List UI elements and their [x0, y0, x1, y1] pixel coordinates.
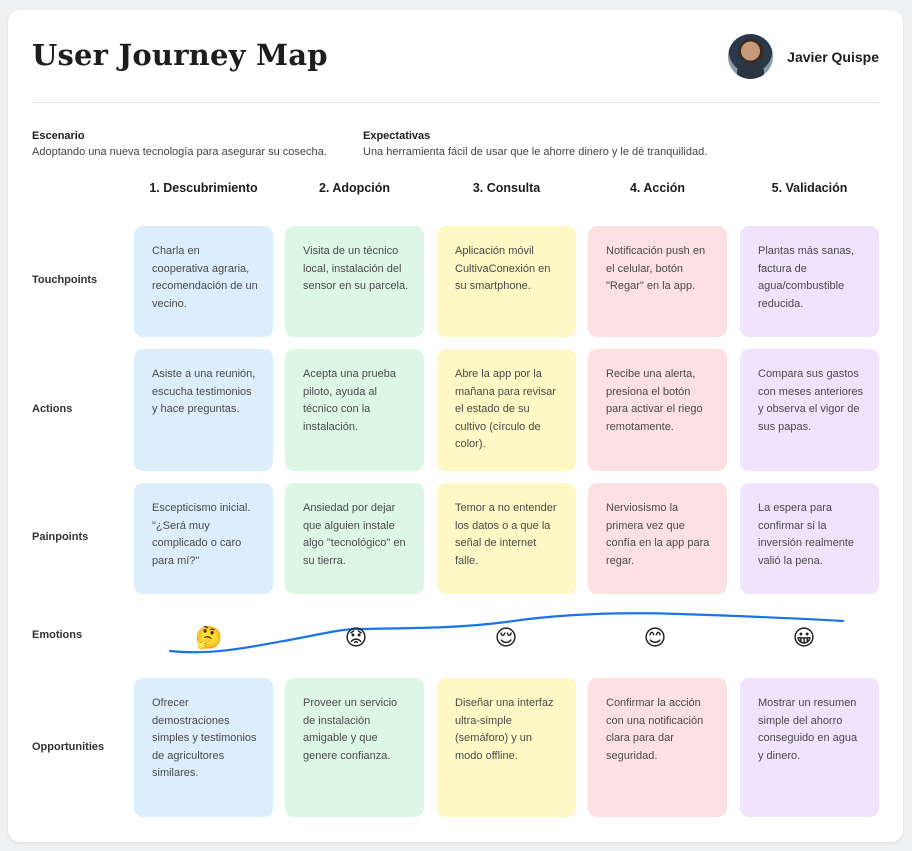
opportunity-card: Mostrar un resumen simple del ahorro con… [740, 678, 879, 817]
user-avatar-icon[interactable] [728, 34, 774, 79]
opportunity-card: Diseñar una interfaz ultra-simple (semáf… [437, 678, 576, 817]
touchpoint-card: Charla en cooperativa agraria, recomenda… [134, 226, 273, 337]
row-label-opportunities: Opportunities [32, 741, 105, 753]
expectations-block: Expectativas Una herramienta fácil de us… [363, 128, 707, 160]
touchpoint-card: Notificación push en el celular, botón "… [588, 226, 727, 337]
scenario-block: Escenario Adoptando una nueva tecnología… [32, 128, 327, 160]
touchpoint-card: Plantas más sanas, factura de agua/combu… [740, 226, 879, 337]
stage-header-1: 1. Descubrimiento [149, 181, 258, 195]
painpoint-card: Temor a no entender los datos o a que la… [437, 483, 576, 594]
header-divider [32, 102, 879, 103]
action-card: Asiste a una reunión, escucha testimonio… [134, 349, 273, 471]
user-profile[interactable]: Javier Quispe [728, 34, 879, 79]
opportunity-card: Confirmar la acción con una notificación… [588, 678, 727, 817]
opportunity-card: Proveer un servicio de instalación amiga… [285, 678, 424, 817]
action-card: Recibe una alerta, presiona el botón par… [588, 349, 727, 471]
scenario-text: Adoptando una nueva tecnología para aseg… [32, 146, 327, 158]
touchpoint-card: Aplicación móvil CultivaConexión en su s… [437, 226, 576, 337]
touchpoint-card: Visita de un técnico local, instalación … [285, 226, 424, 337]
row-label-emotions: Emotions [32, 629, 83, 641]
row-label-painpoints: Painpoints [32, 531, 89, 543]
page-title: User Journey Map [32, 38, 328, 72]
painpoint-card: Ansiedad por dejar que alguien instale a… [285, 483, 424, 594]
worried-face-icon: 😟 [344, 625, 368, 650]
row-label-actions: Actions [32, 403, 73, 415]
thinking-face-icon: 🤔 [195, 625, 223, 650]
stage-header-4: 4. Acción [629, 181, 686, 195]
stage-header-5: 5. Validación [771, 181, 848, 195]
action-card: Abre la app por la mañana para revisar e… [437, 349, 576, 471]
action-card: Compara sus gastos con meses anteriores … [740, 349, 879, 471]
painpoint-card: Nerviosismo la primera vez que confía en… [588, 483, 727, 594]
stage-header-2: 2. Adopción [318, 181, 391, 195]
opportunity-card: Ofrecer demostraciones simples y testimo… [134, 678, 273, 817]
painpoint-card: Escepticismo inicial. "¿Será muy complic… [134, 483, 273, 594]
action-card: Acepta una prueba piloto, ayuda al técni… [285, 349, 424, 471]
expectations-label: Expectativas [363, 130, 431, 142]
stage-header-3: 3. Consulta [472, 181, 541, 195]
expectations-text: Una herramienta fácil de usar que le aho… [363, 146, 708, 158]
scenario-label: Escenario [32, 130, 85, 142]
painpoint-card: La espera para confirmar si la inversión… [740, 483, 879, 594]
row-label-touchpoints: Touchpoints [32, 274, 98, 286]
user-name: Javier Quispe [787, 48, 879, 65]
grinning-face-icon: 😀 [792, 625, 816, 650]
relieved-face-icon: 😌 [494, 625, 518, 650]
smiling-face-icon: 😊 [643, 625, 667, 650]
